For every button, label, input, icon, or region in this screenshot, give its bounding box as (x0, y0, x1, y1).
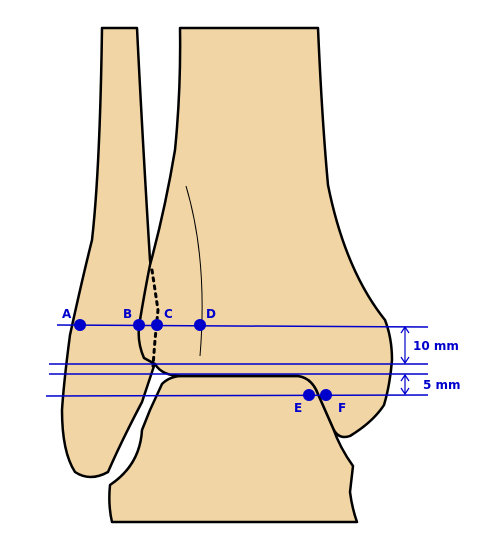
fibula-bone (60, 26, 157, 479)
dimension-5mm-label: 5 mm (423, 378, 461, 392)
point-c-label: C (164, 307, 173, 321)
point-a-label: A (62, 307, 72, 321)
point-e-label: E (294, 401, 302, 415)
point-d-label: D (206, 307, 216, 321)
point-a-marker (74, 319, 86, 331)
point-f-marker (320, 389, 332, 401)
line-upper (56, 324, 429, 328)
point-b-marker (133, 319, 145, 331)
tibia-fracture-line (185, 185, 203, 357)
point-d-marker (194, 319, 206, 331)
point-e-marker (303, 389, 315, 401)
point-f-label: F (338, 401, 346, 415)
dimension-10mm-label: 10 mm (413, 339, 459, 353)
dimension-5mm-arrow (400, 373, 410, 396)
point-b-label: B (123, 307, 132, 321)
dimension-10mm-arrow (400, 325, 410, 365)
point-c-marker (151, 319, 163, 331)
line-lower (45, 394, 429, 397)
tibia-bone (137, 26, 394, 439)
